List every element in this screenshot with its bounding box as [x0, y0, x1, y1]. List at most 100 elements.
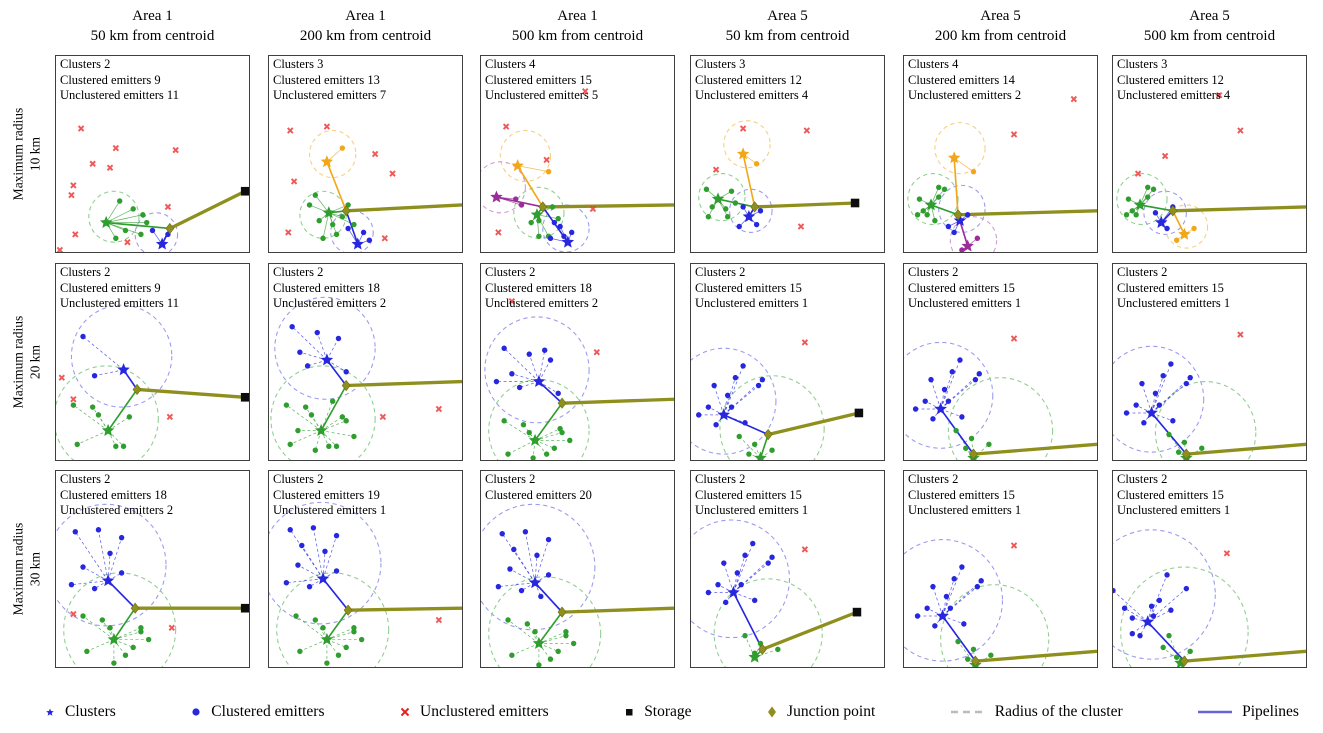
clustered-emitter-dot [534, 552, 540, 559]
clustered-emitter-dot [545, 168, 552, 175]
cluster-radius-circle [904, 539, 1003, 662]
cluster-center-star [155, 237, 169, 250]
emitter-link-line [1168, 434, 1187, 459]
unclustered-emitters-x-icon [400, 707, 410, 717]
cluster-radius-circle [691, 519, 790, 639]
junction-point [343, 604, 353, 616]
clustered-emitter-dot [957, 357, 963, 363]
subplot-plot [56, 503, 249, 667]
cluster-radius-circle [947, 377, 1054, 460]
clustered-emitter-dot [95, 412, 102, 418]
emitter-link-line [509, 568, 536, 584]
emitter-link-line [957, 641, 976, 666]
clustered-emitter-dot [1152, 390, 1159, 397]
clustered-emitter-dot [765, 560, 771, 566]
emitter-link-line [744, 635, 756, 658]
emitter-link-line [940, 359, 961, 410]
unclustered-emitter-x [172, 146, 179, 154]
cluster-center-star [711, 192, 725, 205]
clustered-emitter-dot [1191, 225, 1197, 232]
annotation-line: Clustered emitters 12 [1117, 72, 1224, 87]
junction-point [1181, 448, 1191, 460]
clustered-emitter-dot [138, 625, 144, 631]
cluster-center-star [511, 159, 524, 172]
cluster-pipeline-line [496, 196, 543, 208]
clustered-emitter-dot [522, 529, 529, 535]
unclustered-emitter-x [290, 178, 298, 185]
annotation-line: Clustered emitters 9 [60, 72, 161, 87]
unclustered-emitter-x [112, 144, 120, 152]
subplot-plot [904, 539, 1097, 667]
annotation-line: Clustered emitters 20 [485, 487, 592, 502]
cluster-radius-circle [1113, 345, 1205, 453]
unclustered-emitter-x [166, 413, 174, 421]
unclustered-emitter-x [435, 616, 443, 624]
emitter-link-line [1141, 383, 1152, 414]
clustered-emitter-dot [118, 570, 125, 576]
cluster-radius-circle [691, 347, 777, 455]
cluster-radius-circle [907, 173, 959, 226]
clustered-emitter-dot [333, 532, 340, 539]
emitter-link-line [513, 549, 536, 583]
annotation-line: Unclustered emitters 2 [485, 296, 599, 310]
storage-square [240, 186, 249, 196]
clustered-emitter-dot [736, 433, 742, 440]
pipeline-line [348, 606, 462, 612]
annotation-line: Unclustered emitters 2 [60, 503, 174, 517]
clustered-emitter-dot [122, 652, 129, 658]
clustered-emitter-dot [563, 632, 569, 639]
pipeline-line [1172, 205, 1306, 213]
unclustered-emitter-x [1237, 331, 1244, 338]
emitter-link-line [113, 631, 142, 640]
clustered-emitter-dot [289, 323, 295, 330]
cluster-center-star [117, 363, 130, 376]
annotation-line: Unclustered emitters 1 [1117, 503, 1231, 517]
clustered-emitter-dot [569, 229, 575, 236]
annotation-line: Clusters 3 [1117, 57, 1168, 71]
emitter-link-line [534, 539, 549, 583]
clustered-emitter-dot [970, 168, 977, 175]
clustered-emitter-dot [724, 213, 731, 220]
clustered-emitter-dot [1141, 420, 1147, 426]
clustered-emitter-dot [360, 229, 367, 236]
cluster-radius-circle [308, 129, 357, 179]
annotation-line: Unclustered emitters 7 [273, 88, 387, 102]
cluster-radius-circle [330, 210, 374, 252]
cluster-pipeline-line [953, 157, 959, 215]
unclustered-emitter-x [68, 191, 75, 199]
clustered-emitter-dot [1187, 648, 1193, 655]
emitter-link-line [1168, 635, 1181, 664]
clustered-emitter-dot [495, 583, 502, 590]
clustered-emitter-dot [358, 636, 365, 643]
clustered-emitter-dot [742, 420, 748, 426]
cluster-center-star [101, 574, 115, 587]
emitter-link-line [313, 527, 324, 579]
emitter-link-line [299, 639, 328, 652]
annotation-line: Clusters 2 [60, 57, 111, 71]
legend-item-storage: Storage [623, 703, 692, 721]
clustered-emitter-dot [961, 621, 967, 627]
emitter-link-line [973, 444, 990, 459]
emitter-link-line [942, 586, 978, 617]
unclustered-emitter-x [797, 223, 805, 230]
clustered-emitter-dot [511, 546, 517, 553]
clustered-emitter-dot [320, 625, 326, 631]
subplot-plot [904, 335, 1097, 460]
cluster-center-star [961, 239, 974, 252]
emitter-link-line [534, 428, 561, 441]
pipeline-line [1186, 442, 1306, 456]
clustered-emitter-dot [343, 418, 349, 424]
clustered-emitter-dot [930, 416, 936, 422]
emitter-link-line [107, 553, 111, 581]
emitter-link-line [326, 359, 347, 373]
clustered-emitter-dot [295, 427, 301, 434]
emitter-link-line [534, 440, 555, 449]
cluster-center-star [530, 208, 544, 221]
clustered-emitter-dot [1160, 372, 1166, 379]
cluster-radius-circle [88, 190, 140, 243]
emitter-link-line [953, 157, 974, 172]
